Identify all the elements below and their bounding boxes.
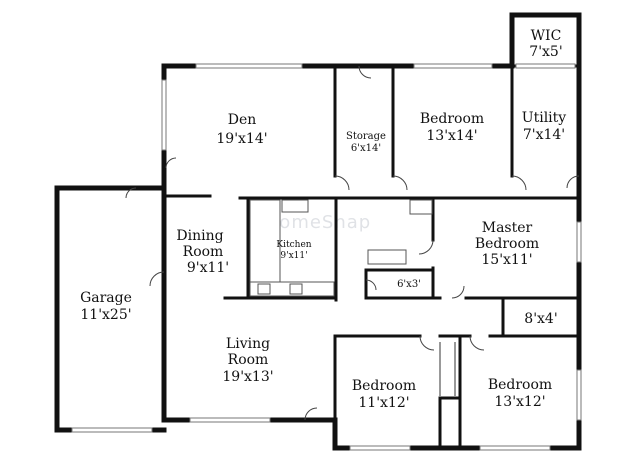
room-utility: Utility 7'x14': [522, 110, 566, 143]
room-garage: Garage 11'x25': [80, 290, 132, 323]
windows: [71, 63, 582, 451]
room-kitchen: Kitchen 9'x11': [276, 240, 311, 261]
room-kitchen-name: Kitchen: [276, 240, 311, 250]
room-bedroom-top-name: Bedroom: [420, 111, 484, 127]
room-den-name: Den: [228, 112, 257, 128]
room-master-name-line2: Bedroom: [475, 236, 539, 252]
room-bedroom-right-name: Bedroom: [488, 377, 552, 393]
room-den: Den 19'x14': [216, 112, 267, 147]
room-wic-name: WIC: [531, 28, 562, 44]
room-bath-size: 6'x3': [397, 279, 421, 290]
room-utility-name: Utility: [522, 110, 566, 126]
room-kitchen-size: 9'x11': [280, 251, 307, 261]
room-dining: Dining Room 9'x11': [176, 228, 229, 276]
room-bedroom-top-size: 13'x14': [426, 128, 477, 144]
room-bedroom-mid-size: 11'x12': [358, 395, 409, 411]
room-wic: WIC 7'x5': [529, 28, 562, 60]
room-wic-size: 7'x5': [529, 44, 562, 60]
room-garage-name: Garage: [80, 290, 132, 306]
room-dining-name-line2: Room: [183, 244, 224, 260]
room-master: Master Bedroom 15'x11': [475, 220, 539, 268]
room-living-name-line1: Living: [226, 336, 270, 352]
room-den-size: 19'x14': [216, 131, 267, 147]
room-storage-name: Storage: [346, 131, 386, 142]
room-bedroom-mid-name: Bedroom: [352, 378, 416, 394]
room-dining-name-line1: Dining: [176, 228, 223, 244]
room-bedroom-right: Bedroom 13'x12': [488, 377, 552, 410]
room-utility-size: 7'x14': [523, 127, 565, 143]
room-living-size: 19'x13': [222, 369, 273, 385]
room-master-name-line1: Master: [482, 220, 533, 236]
room-living: Living Room 19'x13': [222, 336, 273, 385]
room-storage-size: 6'x14': [351, 143, 381, 154]
room-closet: 8'x4': [524, 311, 557, 327]
doors: [125, 65, 580, 421]
fixtures: [249, 199, 456, 396]
room-bedroom-top: Bedroom 13'x14': [420, 111, 484, 144]
room-closet-size: 8'x4': [524, 311, 557, 327]
room-master-size: 15'x11': [481, 252, 532, 268]
room-garage-size: 11'x25': [80, 307, 131, 323]
room-bath: 6'x3': [397, 279, 421, 290]
room-storage: Storage 6'x14': [346, 131, 386, 154]
watermark-text: HomeSnap: [265, 212, 371, 233]
room-bedroom-right-size: 13'x12': [494, 394, 545, 410]
room-bedroom-mid: Bedroom 11'x12': [352, 378, 416, 411]
room-dining-size: 9'x11': [187, 260, 229, 276]
room-living-name-line2: Room: [228, 352, 269, 368]
